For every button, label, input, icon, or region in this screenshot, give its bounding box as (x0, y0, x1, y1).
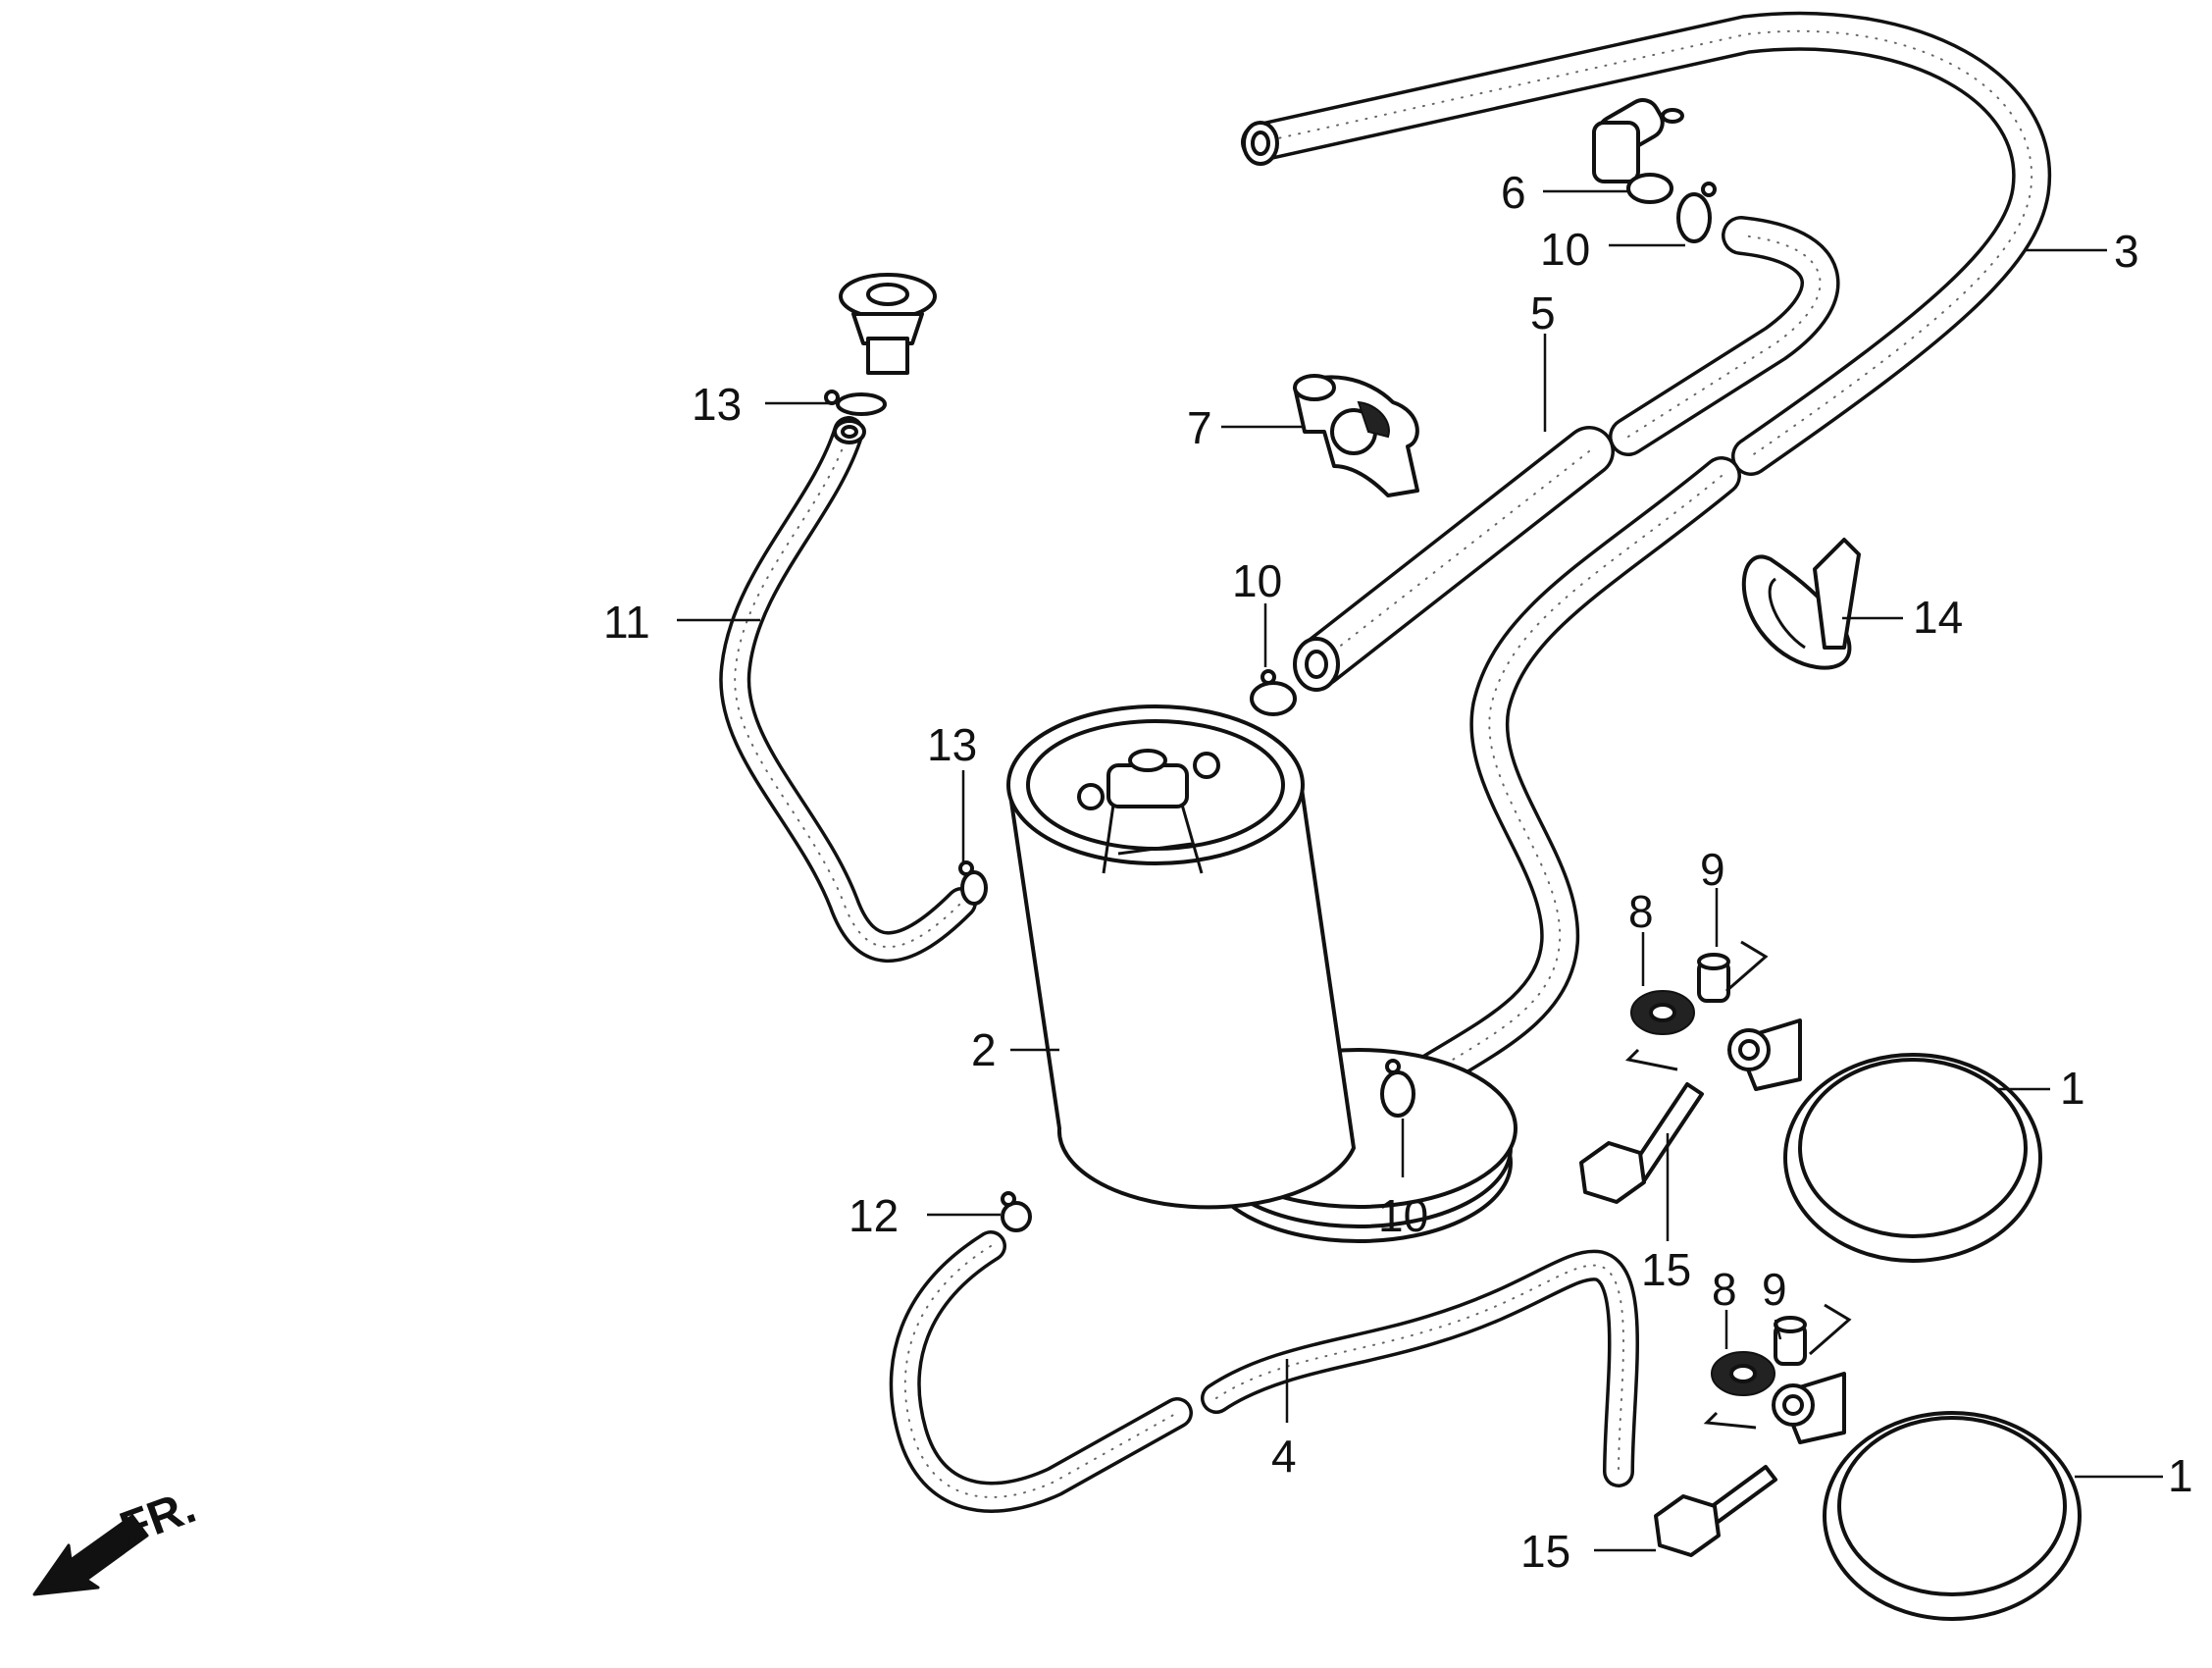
clip-10-middle[interactable] (1250, 669, 1297, 716)
hose-3[interactable] (1241, 11, 2052, 476)
clip-10-top[interactable] (1676, 182, 1717, 243)
grommet-8-lower[interactable] (1711, 1351, 1775, 1396)
callout-10-middle: 10 (1232, 555, 1282, 606)
leader-lines (677, 189, 2163, 1552)
clip-12[interactable] (1001, 1191, 1032, 1232)
callout-3: 3 (2114, 226, 2139, 277)
hose-11[interactable] (719, 416, 977, 963)
band-1-lower[interactable] (1772, 1372, 2082, 1621)
fitting-6[interactable] (1592, 94, 1684, 204)
callout-14: 14 (1913, 592, 1963, 643)
callout-9-lower: 9 (1762, 1264, 1787, 1315)
callout-10-top: 10 (1540, 224, 1590, 275)
callout-12: 12 (849, 1190, 899, 1241)
callout-11: 11 (603, 597, 650, 648)
canister[interactable] (1006, 704, 1518, 1243)
collar-9-lower[interactable] (1774, 1316, 1807, 1366)
hose-5-upper[interactable] (1609, 216, 1840, 456)
cap-fitting[interactable] (839, 273, 937, 375)
callout-8-lower: 8 (1712, 1264, 1737, 1315)
callout-5: 5 (1530, 287, 1556, 339)
bolt-15-upper[interactable] (1579, 1082, 1704, 1204)
band-1-upper[interactable] (1727, 1018, 2042, 1263)
set-bracket-lower (1703, 1303, 1852, 1430)
callout-9-upper: 9 (1700, 844, 1725, 895)
collar-9-upper[interactable] (1697, 953, 1730, 1003)
set-bracket-upper (1624, 940, 1769, 1071)
hose-5[interactable] (1293, 426, 1615, 692)
bolt-15-lower[interactable] (1654, 1465, 1777, 1557)
callout-8-upper: 8 (1628, 886, 1654, 937)
clip-10-bottom[interactable] (1380, 1059, 1415, 1118)
callout-6: 6 (1501, 167, 1526, 218)
callout-7: 7 (1187, 402, 1212, 453)
front-direction-label: FR. (114, 1481, 203, 1555)
callout-1-lower: 1 (2168, 1450, 2193, 1501)
callout-4: 4 (1271, 1431, 1297, 1482)
clip-13-middle[interactable] (958, 860, 988, 906)
callout-15-upper: 15 (1641, 1244, 1691, 1295)
callout-1-upper: 1 (2060, 1063, 2085, 1114)
callout-13-middle: 13 (927, 719, 977, 770)
callout-15-lower: 15 (1520, 1526, 1570, 1577)
callout-10-bottom: 10 (1378, 1190, 1428, 1241)
holder-7[interactable] (1293, 374, 1419, 497)
clip-14[interactable] (1741, 538, 1861, 670)
front-direction-arrow-icon (32, 1514, 149, 1596)
callout-13-top: 13 (692, 379, 742, 430)
hose-4[interactable] (1201, 1249, 1639, 1487)
hose-4-left[interactable] (889, 1230, 1193, 1513)
grommet-8-upper[interactable] (1630, 990, 1695, 1035)
callout-2: 2 (971, 1024, 997, 1075)
clip-13-top[interactable] (824, 390, 887, 416)
